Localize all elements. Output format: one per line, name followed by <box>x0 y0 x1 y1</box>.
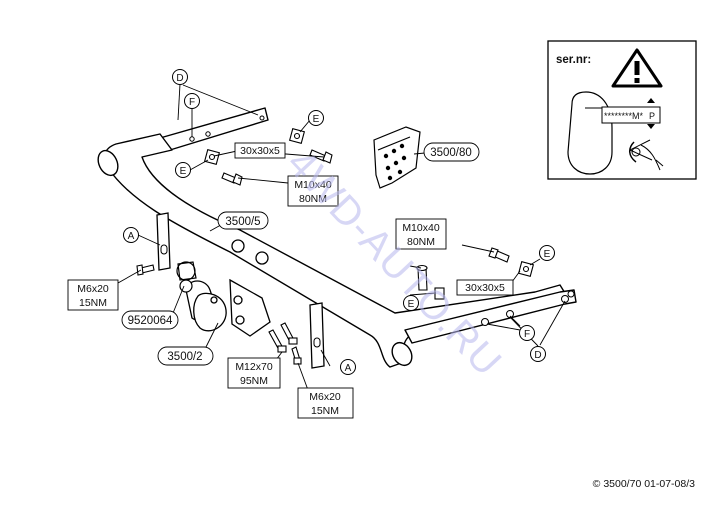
bolt-left-torque: 15NM <box>79 297 107 309</box>
bracket-plate <box>373 126 421 189</box>
eye-icon <box>629 139 664 171</box>
bolt-right-size: M10x40 <box>402 222 440 234</box>
ball-bolt-size: M12x70 <box>235 361 273 373</box>
serial-number-panel: ser.nr: ********M* P <box>547 40 697 180</box>
spacer-right-size: 30x30x5 <box>465 282 505 294</box>
bolt-right-torque: 80NM <box>407 236 435 248</box>
label-e-top: E <box>313 114 320 125</box>
label-e-right-bottom: E <box>408 299 415 310</box>
warning-triangle-icon <box>611 48 663 88</box>
bolt-top-torque: 80NM <box>299 193 327 205</box>
plate-serial: ********M* <box>604 111 644 121</box>
bolt-left-size: M6x20 <box>77 283 109 295</box>
label-d-right: D <box>534 350 541 361</box>
serial-title: ser.nr: <box>556 54 591 66</box>
label-e-right-top: E <box>544 249 551 260</box>
label-e-left: E <box>180 166 187 177</box>
label-f-left: F <box>189 97 195 108</box>
socket-part-number: 9520064 <box>128 315 173 327</box>
crossbar <box>103 107 577 368</box>
bracket-part-number: 3500/80 <box>430 147 472 159</box>
ball-bolt-torque: 95NM <box>240 375 268 387</box>
bolt-top-size: M10x40 <box>294 179 332 191</box>
label-d-top: D <box>176 73 183 84</box>
crossbar-part-number: 3500/5 <box>225 216 260 228</box>
label-f-right: F <box>524 329 530 340</box>
label-a-left: A <box>128 231 135 242</box>
tow-ball-assembly <box>185 280 227 332</box>
bolt-bottom-torque: 15NM <box>311 405 339 417</box>
bolt-bottom-size: M6x20 <box>309 391 341 403</box>
ball-part-number: 3500/2 <box>167 351 202 363</box>
footer-code: © 3500/70 01-07-08/3 <box>592 478 695 490</box>
spacer-top-size: 30x30x5 <box>240 145 280 157</box>
plate-letter: P <box>649 111 655 121</box>
label-a-bottom: A <box>345 363 352 374</box>
